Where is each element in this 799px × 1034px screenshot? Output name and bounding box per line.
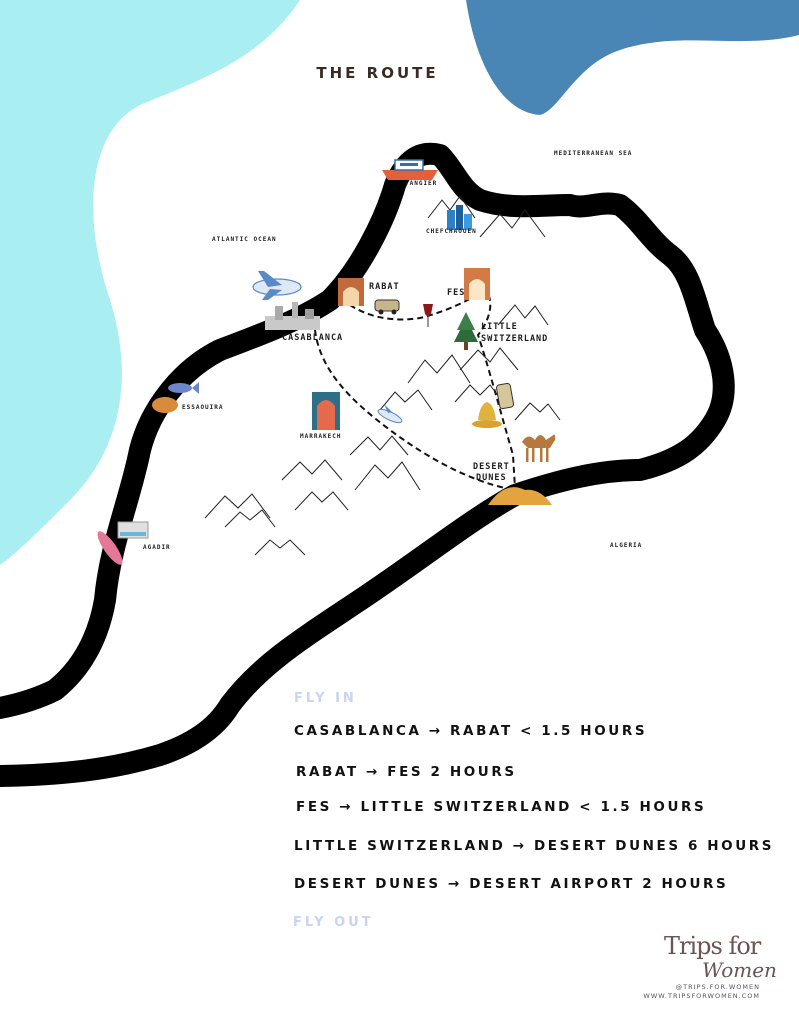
brand-logo-line1: Trips for [664, 932, 761, 960]
brand-handle: @TRIPS.FOR.WOMEN [675, 983, 760, 991]
label-little: LITTLE [481, 322, 518, 332]
brand-url: WWW.TRIPSFORWOMEN.COM [643, 992, 760, 1000]
label-tangier: TANGIER [405, 180, 438, 187]
label-casablanca: CASABLANCA [282, 333, 344, 343]
pine-tree-icon [454, 312, 478, 350]
teapot-icon [472, 402, 502, 428]
route-step-4: LITTLE SWITZERLAND → DESERT DUNES 6 HOUR… [294, 838, 775, 854]
city-icon [447, 205, 472, 230]
arch-icon [464, 268, 490, 300]
route-step-3: FES → LITTLE SWITZERLAND < 1.5 HOURS [296, 799, 707, 815]
label-switzerland: SWITZERLAND [481, 334, 549, 344]
brand-logo-line2: Women [702, 958, 777, 982]
boat-icon [382, 159, 438, 180]
page-title: THE ROUTE [316, 64, 439, 82]
surfboard-icon [97, 531, 123, 565]
label-marrakech: MARRAKECH [300, 433, 342, 440]
label-algeria: ALGERIA [610, 542, 643, 549]
hotel-icon [117, 521, 149, 539]
dunes-icon [488, 487, 552, 505]
label-chefchaouen: CHEFCHAOUEN [426, 228, 477, 235]
van-icon [374, 299, 400, 315]
label-atlantic: ATLANTIC OCEAN [212, 236, 277, 243]
city-icon [265, 302, 320, 330]
label-mediterranean: MEDITERRANEAN SEA [554, 150, 633, 157]
route-dashed-line [314, 288, 516, 489]
fish-icon [168, 382, 199, 394]
airplane-icon [377, 404, 403, 424]
country-outline-road [0, 142, 735, 787]
atlantic-ocean-water [0, 0, 300, 565]
bread-icon [152, 397, 178, 413]
label-dunes: DUNES [476, 473, 507, 483]
fly-in-label: FLY IN [294, 691, 357, 706]
route-step-1: CASABLANCA → RABAT < 1.5 HOURS [294, 723, 648, 739]
camel-icon [522, 434, 556, 462]
label-desert: DESERT [473, 462, 510, 472]
label-fes: FES [447, 288, 466, 298]
route-step-5: DESERT DUNES → DESERT AIRPORT 2 HOURS [294, 876, 729, 892]
label-agadir: AGADIR [143, 544, 171, 551]
mediterranean-sea-water [466, 0, 799, 115]
arch-icon [338, 278, 364, 306]
label-essaouira: ESSAOUIRA [182, 404, 224, 411]
arch-icon [312, 392, 340, 430]
airplane-icon [252, 271, 302, 300]
route-step-2: RABAT → FES 2 HOURS [296, 764, 517, 780]
fly-out-label: FLY OUT [293, 915, 374, 930]
wine-icon [423, 304, 433, 327]
van-icon [495, 382, 515, 410]
outline-inner-stroke [341, 181, 399, 289]
brand-contact: @TRIPS.FOR.WOMEN WWW.TRIPSFORWOMEN.COM [640, 983, 760, 1001]
label-rabat: RABAT [369, 282, 400, 292]
